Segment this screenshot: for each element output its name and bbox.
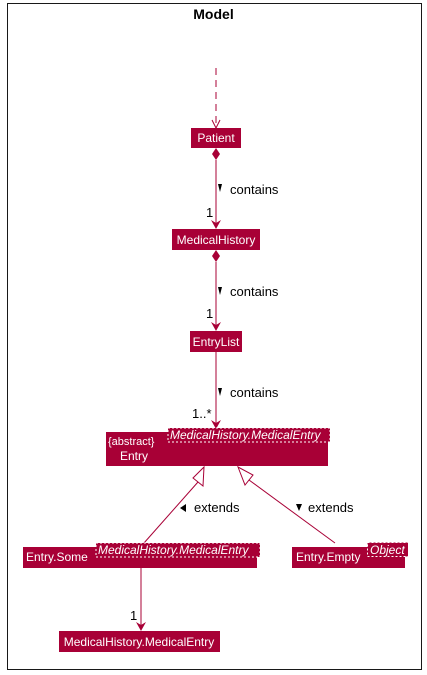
direction-triangle <box>218 184 222 192</box>
direction-triangle <box>218 388 222 396</box>
direction-triangle <box>180 504 186 512</box>
arrowhead <box>136 622 146 631</box>
multiplicity: 1 <box>206 306 213 321</box>
template-parameter-box <box>95 542 261 558</box>
multiplicity: 1 <box>130 608 137 623</box>
class-entry-some-template: MedicalHistory.MedicalEntry <box>98 543 249 557</box>
arrowhead <box>211 420 221 429</box>
relation-some-medical: 1 <box>130 568 146 631</box>
class-entry: MedicalHistory.MedicalEntry {abstract} E… <box>106 427 331 466</box>
generalization-triangle <box>237 465 254 486</box>
relation-history-list: contains 1 <box>206 250 279 331</box>
composition-diamond <box>212 148 220 160</box>
relation-label: extends <box>194 500 240 515</box>
class-entry-some: MedicalHistory.MedicalEntry Entry.Some <box>23 542 261 568</box>
class-entry-empty: Object Entry.Empty <box>292 542 408 568</box>
model-frame <box>7 3 422 670</box>
class-entry-list: EntryList <box>190 331 242 352</box>
arrowhead <box>211 322 221 331</box>
class-medical-history: MedicalHistory <box>172 229 260 250</box>
relation-label: contains <box>230 182 279 197</box>
arrowhead <box>211 220 221 229</box>
relation-empty-extends: extends <box>237 465 354 544</box>
template-parameter-box <box>367 542 408 557</box>
class-entry-empty-template: Object <box>370 543 405 557</box>
class-entry-stereotype: {abstract} <box>108 436 155 448</box>
template-parameter-box <box>167 427 331 443</box>
relation-label: contains <box>230 385 279 400</box>
class-entry-list-label: EntryList <box>193 335 240 349</box>
template-parameter-clip: Object <box>367 542 408 557</box>
generalization-triangle <box>192 465 205 487</box>
class-medical-entry-label: MedicalHistory.MedicalEntry <box>64 635 215 649</box>
class-entry-some-label: Entry.Some <box>26 550 88 564</box>
class-entry-label: Entry <box>120 449 148 463</box>
diagram-title: Model <box>193 6 234 22</box>
relation-label: contains <box>230 284 279 299</box>
class-patient: Patient <box>191 128 241 148</box>
class-entry-template: MedicalHistory.MedicalEntry <box>170 428 321 442</box>
relation-patient-history: contains 1 <box>206 148 279 229</box>
direction-triangle <box>296 504 302 511</box>
relation-list-entry: contains 1..* <box>192 352 279 429</box>
class-entry-empty-label: Entry.Empty <box>296 550 360 564</box>
class-medical-entry: MedicalHistory.MedicalEntry <box>59 631 220 652</box>
direction-triangle <box>218 287 222 295</box>
relation-some-extends: extends <box>143 465 240 544</box>
multiplicity: 1..* <box>192 406 212 421</box>
class-patient-label: Patient <box>197 131 235 145</box>
relation-label: extends <box>308 500 354 515</box>
composition-diamond <box>212 250 220 262</box>
multiplicity: 1 <box>206 205 213 220</box>
class-medical-history-label: MedicalHistory <box>177 233 256 247</box>
